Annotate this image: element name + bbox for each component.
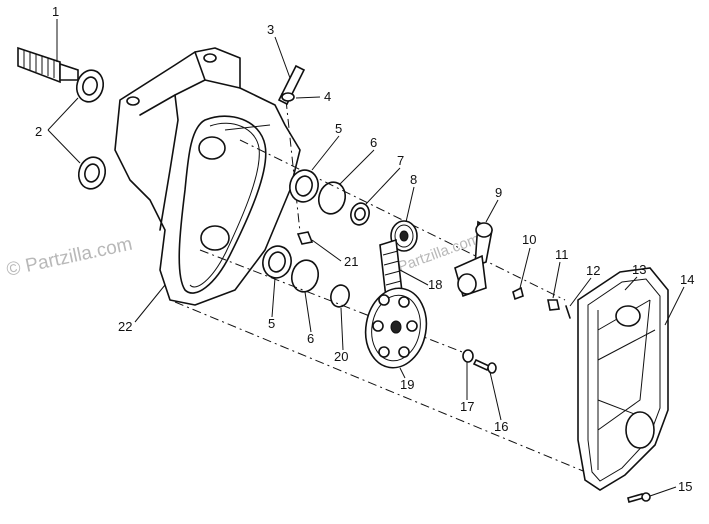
chaincase-housing[interactable] — [114, 47, 301, 306]
seal-part-upper[interactable] — [73, 67, 106, 105]
callout-22: 22 — [118, 319, 132, 334]
spacer-part[interactable] — [348, 201, 371, 227]
callout-13: 13 — [632, 262, 646, 277]
bearing-part-lower[interactable] — [259, 243, 294, 281]
callout-15: 15 — [678, 479, 692, 494]
watermark-text: © Partzilla.com — [5, 234, 135, 281]
callout-7: 7 — [397, 153, 404, 168]
callout-12: 12 — [586, 263, 600, 278]
small-sprocket-part[interactable] — [390, 220, 418, 252]
washer-part-17[interactable] — [462, 349, 474, 363]
shaft-part[interactable] — [17, 46, 79, 84]
screw-part-16[interactable] — [472, 358, 497, 374]
ring-part-20[interactable] — [328, 283, 351, 309]
callout-11: 11 — [555, 247, 569, 262]
callout-10: 10 — [522, 232, 536, 247]
callout-9: 9 — [495, 185, 502, 200]
callout-2: 2 — [35, 124, 42, 139]
seal-part-lower[interactable] — [75, 154, 108, 192]
callout-5-lower: 5 — [268, 316, 275, 331]
large-sprocket-part[interactable] — [360, 283, 433, 372]
callout-3: 3 — [267, 22, 274, 37]
chaincase-cover-part[interactable] — [577, 267, 669, 491]
callout-19: 19 — [400, 377, 414, 392]
callout-4: 4 — [324, 89, 331, 104]
bearing-part-upper[interactable] — [286, 167, 321, 205]
tensioner-arm-part[interactable] — [454, 220, 493, 298]
nut-part[interactable] — [547, 299, 560, 311]
washer-part[interactable] — [281, 92, 295, 102]
leader-lines — [47, 19, 685, 497]
callout-17: 17 — [460, 399, 474, 414]
ring-part-upper[interactable] — [315, 179, 348, 217]
callout-14: 14 — [680, 272, 694, 287]
callout-21: 21 — [344, 254, 358, 269]
ring-part-lower[interactable] — [288, 257, 321, 295]
callout-labels: 1 2 3 4 5 5 6 6 7 8 9 10 11 12 13 14 15 … — [35, 4, 694, 494]
callout-20: 20 — [334, 349, 348, 364]
pin-part[interactable] — [565, 305, 571, 319]
callout-6-lower: 6 — [307, 331, 314, 346]
callout-1: 1 — [52, 4, 59, 19]
washer-part-10[interactable] — [512, 286, 524, 301]
screw-part-15[interactable] — [627, 492, 651, 503]
nut-part-21[interactable] — [296, 231, 314, 245]
callout-6-upper: 6 — [370, 135, 377, 150]
callout-8: 8 — [410, 172, 417, 187]
callout-18: 18 — [428, 277, 442, 292]
callout-5-upper: 5 — [335, 121, 342, 136]
callout-16: 16 — [494, 419, 508, 434]
